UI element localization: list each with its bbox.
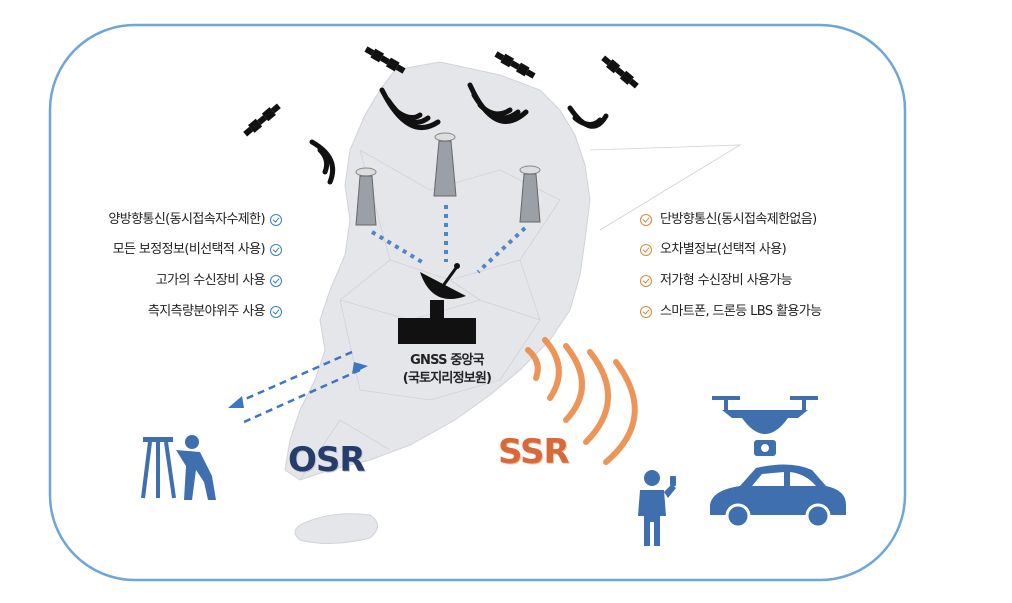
osr-feature-item: 고가의 수신장비 사용 xyxy=(155,273,266,288)
check-icon xyxy=(270,214,282,226)
ssr-feature-item: 오차별정보(선택적 사용) xyxy=(660,242,787,257)
reference-antenna-icon xyxy=(433,132,457,197)
osr-feature-item: 양방향통신(동시접속자수제한) xyxy=(108,212,265,227)
central-station-label: GNSS 중앙국 (국토지리정보원) xyxy=(372,352,522,388)
check-icon xyxy=(640,306,652,318)
ssr-feature-item: 저가형 수신장비 사용가능 xyxy=(660,273,793,288)
korea-map xyxy=(284,61,591,481)
satellite-icon xyxy=(243,103,281,137)
osr-label: OSR xyxy=(288,440,366,480)
signal-waves-icon xyxy=(309,82,609,185)
station-org: (국토지리정보원) xyxy=(402,371,492,386)
satellite-icon xyxy=(494,51,536,79)
station-links xyxy=(370,205,527,274)
jeju-island xyxy=(294,513,378,545)
check-icon xyxy=(270,306,282,318)
osr-feature-item: 측지측량분야위주 사용 xyxy=(147,304,266,319)
station-name: GNSS 중앙국 xyxy=(410,353,485,368)
ssr-feature-item: 스마트폰, 드론등 LBS 활용가능 xyxy=(660,304,822,319)
surveyor-icon xyxy=(141,435,216,500)
ssr-broadcast-waves xyxy=(525,337,638,465)
ssr-feature-item: 단방향통신(동시접속제한없음) xyxy=(660,212,817,227)
satellite-icon xyxy=(601,55,639,89)
reference-antenna-icon xyxy=(519,165,541,223)
arrow-head xyxy=(352,362,368,374)
car-icon xyxy=(710,464,846,529)
ssr-label: SSR xyxy=(498,432,570,472)
check-icon xyxy=(270,275,282,287)
smartphone-user-icon xyxy=(638,470,676,546)
check-icon xyxy=(640,275,652,287)
central-station-icon xyxy=(398,263,476,344)
satellite-icon xyxy=(364,46,406,74)
check-icon xyxy=(640,244,652,256)
arrow-head xyxy=(228,396,244,408)
diagram-frame xyxy=(48,23,907,582)
check-icon xyxy=(640,214,652,226)
check-icon xyxy=(270,244,282,256)
reference-antenna-icon xyxy=(355,167,377,226)
drone-icon xyxy=(712,396,818,456)
osr-feature-item: 모든 보정정보(비선택적 사용) xyxy=(112,242,266,257)
osr-arrows xyxy=(233,350,361,424)
